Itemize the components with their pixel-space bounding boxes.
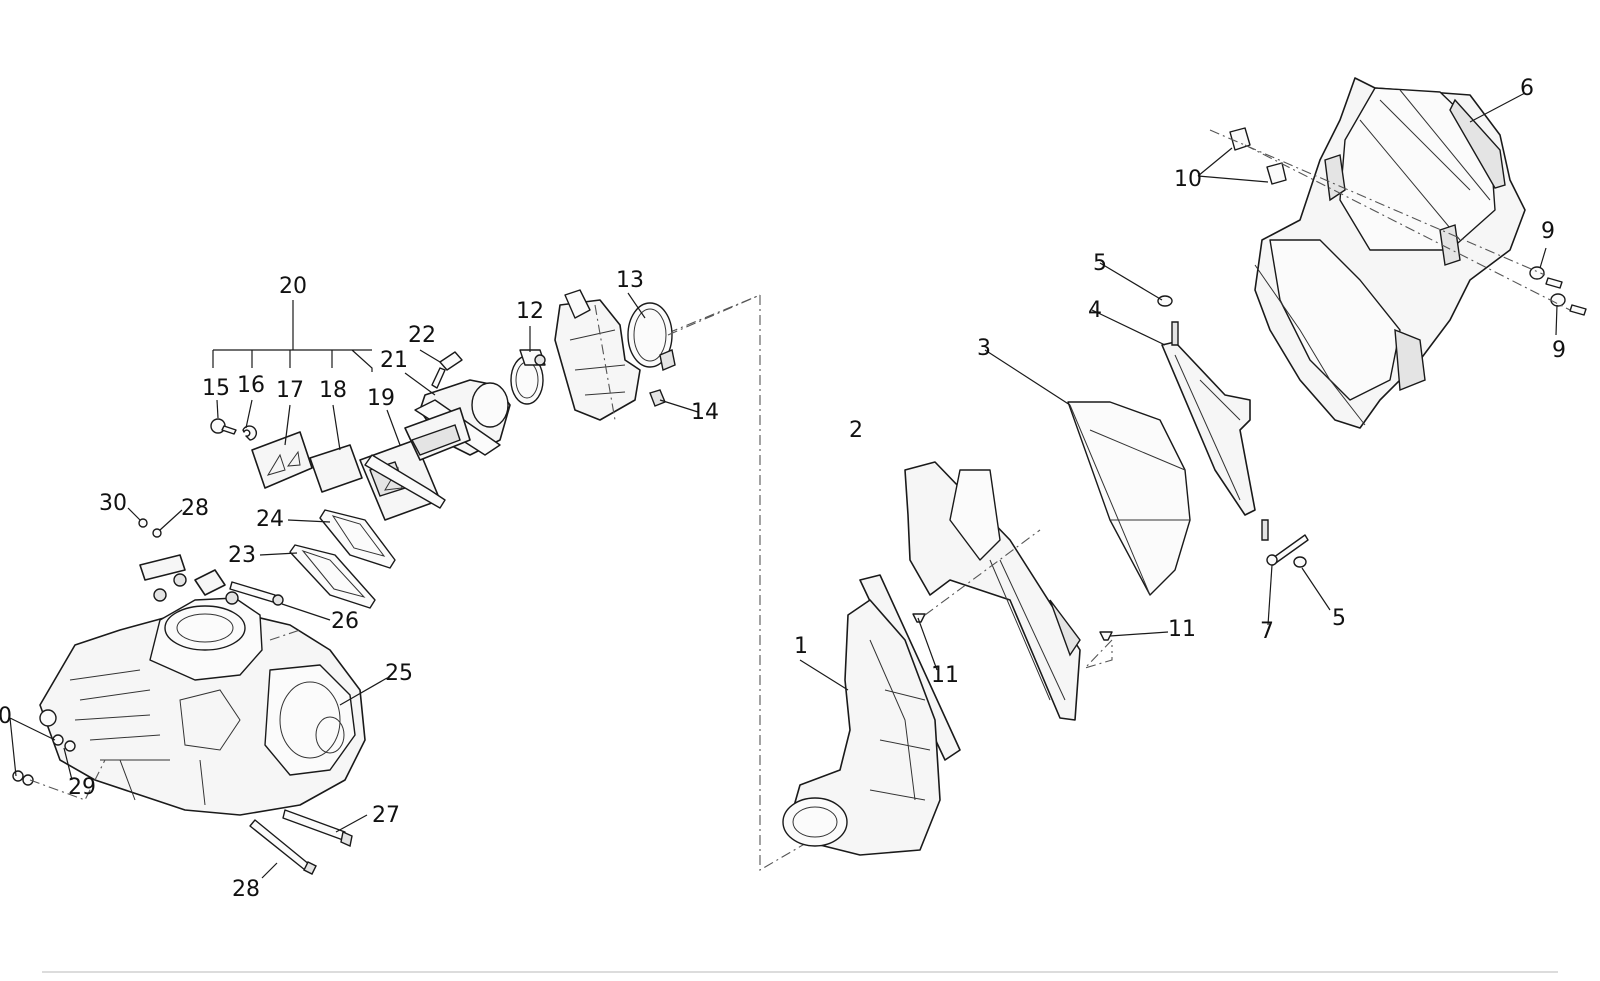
callout-6: 6 <box>1520 76 1534 101</box>
assembly-axis-line <box>759 295 821 871</box>
callout-30-top: 30 <box>99 491 127 516</box>
engine-assembly <box>39 554 366 816</box>
air-filter <box>1067 401 1191 596</box>
callout-19: 19 <box>367 386 395 411</box>
callout-22: 22 <box>408 323 436 348</box>
callout-9-bottom: 9 <box>1552 338 1566 363</box>
housing-hardware <box>1209 127 1587 316</box>
callout-28-top: 28 <box>181 496 209 521</box>
callout-20: 20 <box>279 274 307 299</box>
filter-cage <box>1161 321 1269 541</box>
callout-28-bottom: 28 <box>232 877 260 902</box>
callout-18: 18 <box>319 378 347 403</box>
callout-5-bottom: 5 <box>1332 606 1346 631</box>
callout-3: 3 <box>977 336 991 361</box>
callout-9-top: 9 <box>1541 219 1555 244</box>
callout-2: 2 <box>849 418 863 443</box>
callout-11-left: 11 <box>931 663 959 688</box>
airbox-hardware <box>912 295 1309 670</box>
callout-1: 1 <box>794 634 808 659</box>
callout-17: 17 <box>276 378 304 403</box>
callout-25: 25 <box>385 661 413 686</box>
engine-fasteners <box>12 518 353 875</box>
callout-14: 14 <box>691 400 719 425</box>
callout-12: 12 <box>516 299 544 324</box>
callout-labels: 20 15 16 17 18 19 21 22 12 13 14 30 28 2… <box>0 76 1566 902</box>
callout-15: 15 <box>202 376 230 401</box>
callout-13: 13 <box>616 268 644 293</box>
callout-4: 4 <box>1088 298 1102 323</box>
callout-7: 7 <box>1260 619 1274 644</box>
callout-24: 24 <box>256 507 284 532</box>
callout-10: 10 <box>1174 167 1202 192</box>
callout-11-right: 11 <box>1168 617 1196 642</box>
callout-23: 23 <box>228 543 256 568</box>
leader-lines <box>9 92 1558 879</box>
air-guide <box>904 461 1081 721</box>
callout-26: 26 <box>331 609 359 634</box>
callout-27: 27 <box>372 803 400 828</box>
reed-valve-group <box>210 289 761 609</box>
callout-5-top: 5 <box>1093 251 1107 276</box>
callout-16: 16 <box>237 373 265 398</box>
intake-boot <box>782 574 961 856</box>
callout-30-left: 0 <box>0 704 12 729</box>
callout-29: 29 <box>68 775 96 800</box>
callout-21: 21 <box>380 348 408 373</box>
airbox-housing <box>1254 77 1526 429</box>
